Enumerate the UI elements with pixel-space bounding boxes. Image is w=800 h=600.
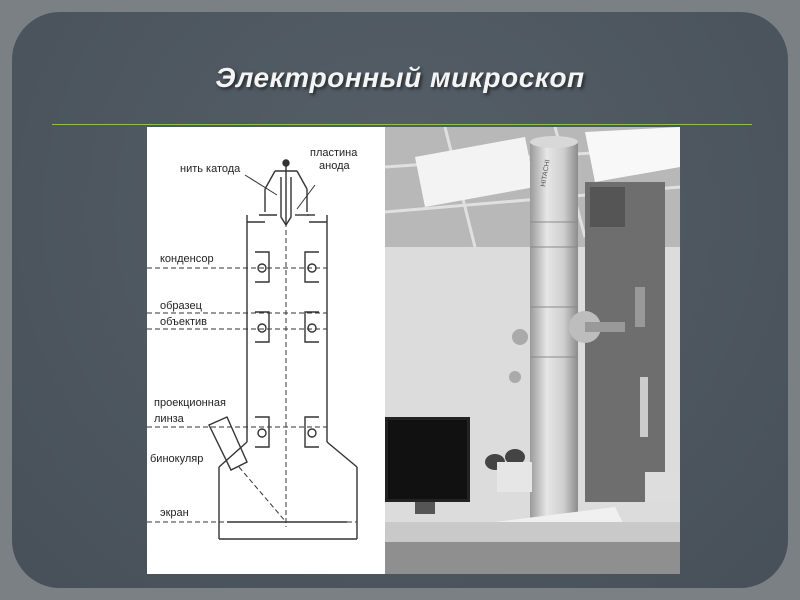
label-anode-line2: анода (319, 160, 350, 172)
slide: Электронный микроскоп (12, 12, 788, 588)
microscope-photo: HITACHI (384, 127, 680, 574)
label-screen: экран (160, 507, 189, 519)
label-condenser: конденсор (160, 253, 214, 265)
diagram-drawing (147, 159, 358, 540)
label-anode-line1: пластина (310, 147, 358, 159)
label-projection-line2: линза (154, 413, 184, 425)
label-specimen: образец (160, 300, 202, 312)
title-divider (52, 124, 752, 125)
column-brand: HITACHI (540, 159, 552, 187)
label-projection-line1: проекционная (154, 397, 226, 409)
label-binocular: бинокуляр (150, 453, 204, 465)
slide-title: Электронный микроскоп (215, 62, 585, 93)
photo-drawing: HITACHI (384, 127, 680, 574)
label-cathode: нить катода (180, 163, 241, 175)
illustration: нить катода пластина анода конденсор обр… (147, 127, 680, 574)
microscope-diagram: нить катода пластина анода конденсор обр… (147, 127, 385, 574)
label-objective: объектив (160, 316, 208, 328)
